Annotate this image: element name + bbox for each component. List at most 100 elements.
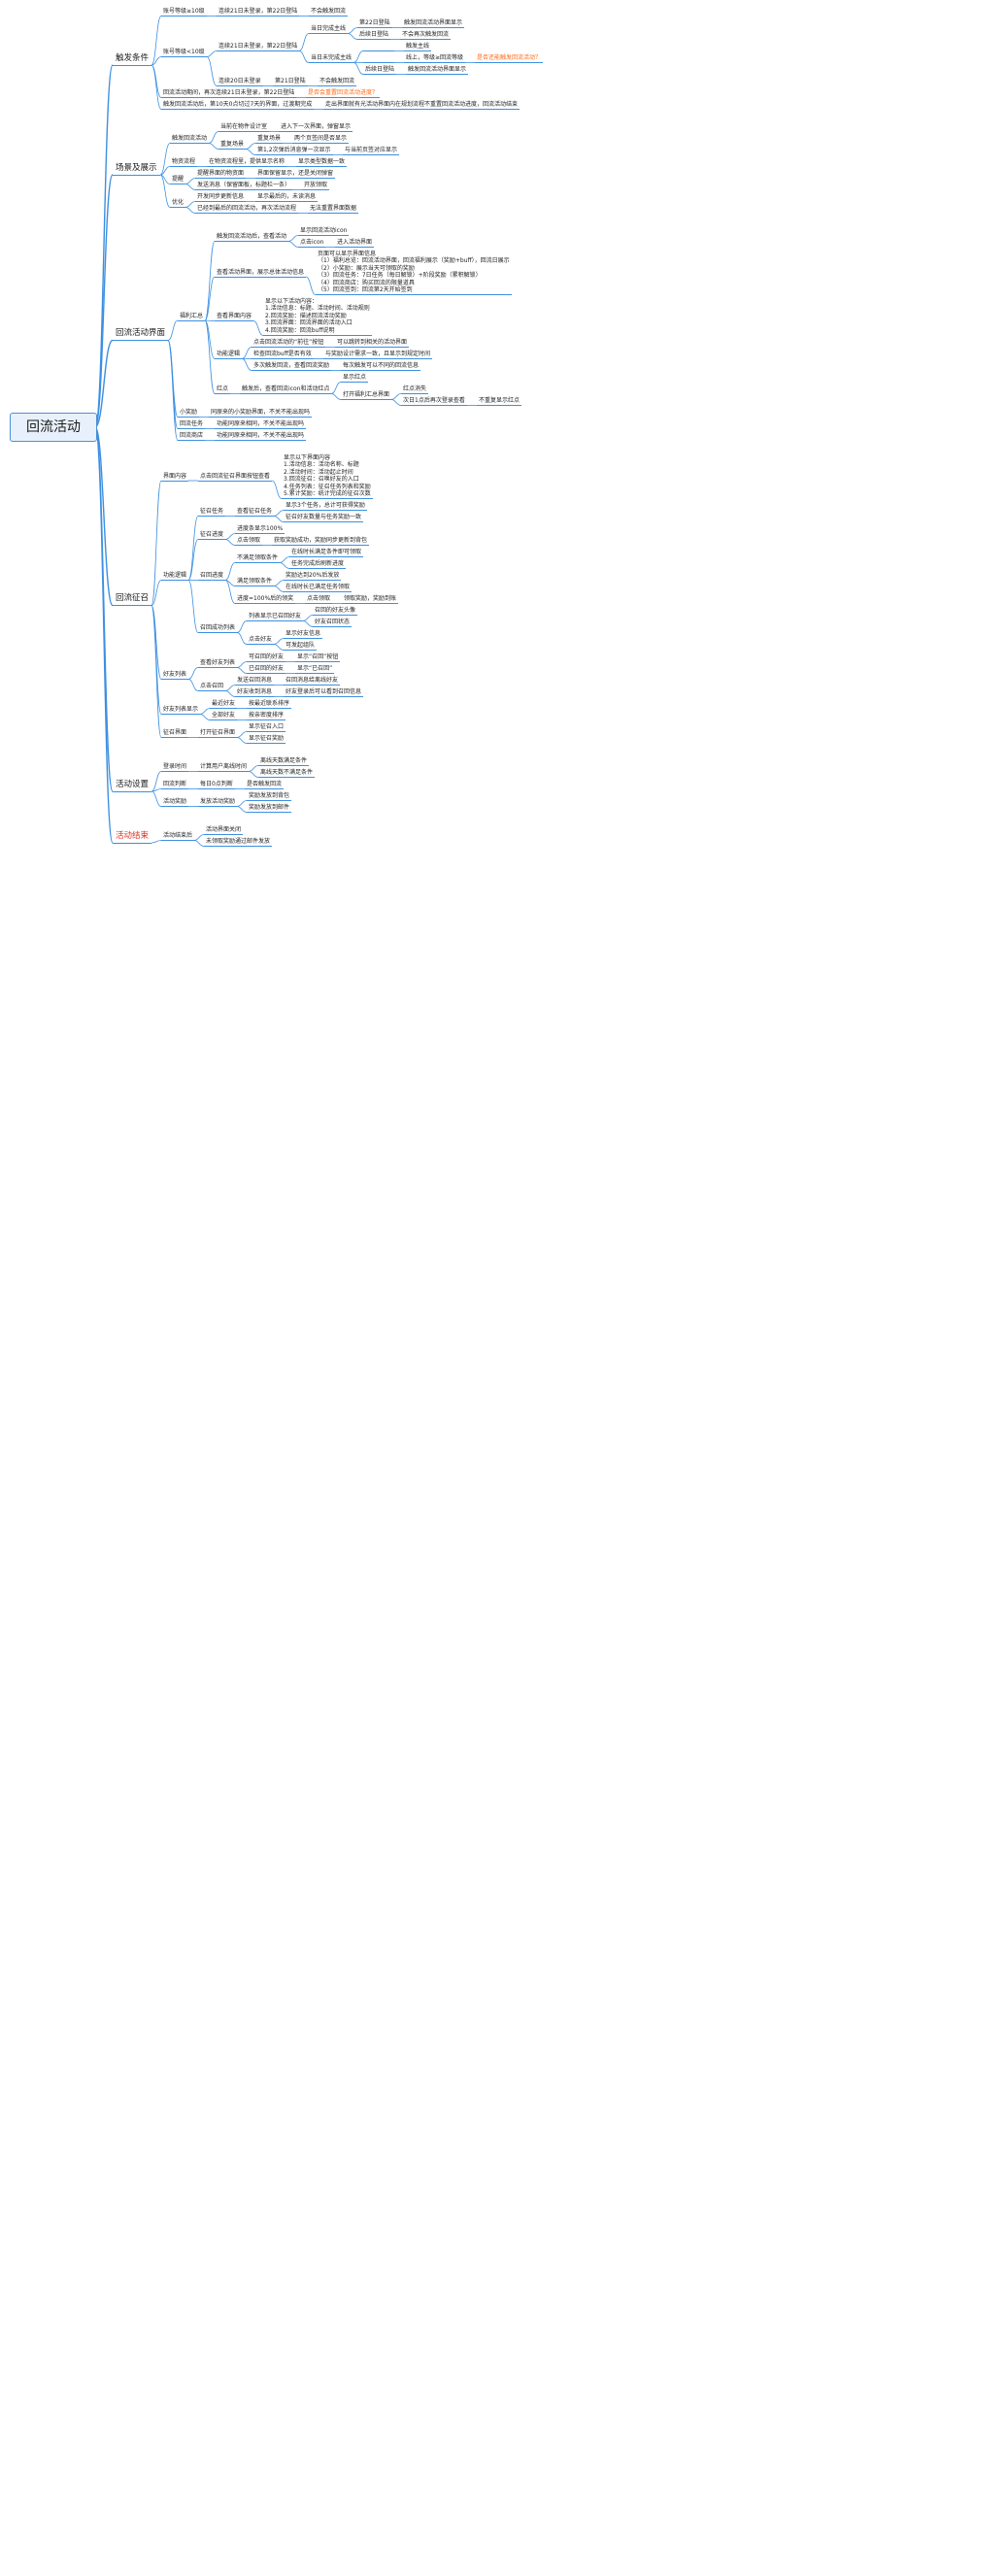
node-n3b1[interactable]: 同原来的小奖励界面，不关不能出现吗 (209, 409, 313, 418)
node-n1a1a[interactable]: 不会触发回流 (309, 8, 349, 17)
node-n3a3[interactable]: 查看界面内容 (215, 313, 254, 322)
root-node[interactable]: 回流活动 (10, 413, 97, 442)
node-n1b1a2a[interactable]: 不会再次触发回流 (400, 31, 452, 41)
node-n4e1a[interactable]: 显示征召入口 (247, 723, 286, 733)
node-n1d1[interactable]: 走出界面就有光活动界面内在规划流程不重置回流活动进度，回流活动结束 (323, 101, 521, 111)
node-n2c[interactable]: 提醒 (170, 176, 186, 185)
node-n3a4a1[interactable]: 可以跳转到相关的活动界面 (335, 339, 410, 349)
node-n1c1[interactable]: 是否会重置回流活动进度？ (306, 89, 381, 99)
node-n3a5a1[interactable]: 显示红点 (341, 374, 369, 384)
node-n5b1[interactable]: 每日0点判断 (198, 781, 235, 790)
node-n3a5a2[interactable]: 打开福利汇总界面 (341, 391, 392, 401)
node-n2c2[interactable]: 发送消息（保留面板，标题栏一条） (195, 182, 293, 191)
node-n1b1b2[interactable] (363, 54, 394, 64)
node-n4b3b[interactable]: 满足领取条件 (235, 578, 275, 587)
node-n2[interactable]: 场景及展示 (113, 161, 160, 176)
node-n6[interactable]: 活动结束 (113, 829, 152, 844)
node-n6a2[interactable]: 未领取奖励通过邮件发放 (204, 838, 273, 848)
node-n2a1a[interactable]: 进入下一次界面，弹窗显示 (279, 123, 353, 133)
node-n4c1a[interactable]: 可召回的好友 (247, 653, 286, 663)
node-n5a1[interactable]: 计算用户离线时间 (198, 763, 250, 773)
node-n4c1b[interactable]: 已召回的好友 (247, 665, 286, 675)
node-n5c[interactable]: 活动奖励 (161, 798, 189, 808)
node-n3a4b[interactable]: 检查回流buff是否有效 (252, 351, 314, 360)
node-n4c1[interactable]: 查看好友列表 (198, 659, 238, 669)
node-n3a4c1[interactable]: 每次触发可以不同的回流信息 (341, 362, 421, 372)
node-n2a2a[interactable]: 重复场景 (255, 135, 284, 145)
node-n3a1b1[interactable]: 进入活动界面 (335, 239, 375, 249)
node-n1[interactable]: 触发条件 (113, 51, 152, 66)
node-n2d1a[interactable]: 显示最后的，未读消息 (255, 193, 319, 203)
node-n3c[interactable]: 回流任务 (178, 420, 206, 430)
node-n4b1[interactable]: 征召任务 (198, 508, 226, 518)
node-n4b3c1a[interactable]: 领取奖励，奖励到账 (342, 595, 399, 605)
node-n4b3c[interactable]: 进度=100%后的领奖 (235, 595, 296, 605)
node-n4e[interactable]: 征召界面 (161, 729, 189, 739)
node-n1b1b3[interactable]: 后续日登陆 (363, 66, 397, 76)
node-n5c1b[interactable]: 奖励发放到邮件 (247, 804, 292, 814)
node-n4b3b1[interactable]: 奖励达到20%后发放 (284, 572, 342, 582)
node-n4a1a[interactable]: 显示以下界面内容 1.活动信息：活动名称、标题 2.活动时间：活动起止时间 3.… (282, 454, 373, 500)
node-n3a4c[interactable]: 多次触发回流，查看回流奖励 (252, 362, 332, 372)
node-n4b4b1[interactable]: 显示好友信息 (284, 630, 323, 640)
node-n2a2a1[interactable]: 两个页签间是否显示 (292, 135, 350, 145)
node-n3a4b1[interactable]: 与奖励设计需求一致，且显示到规定时间 (323, 351, 433, 360)
node-n5a1b[interactable]: 离线天数不满足条件 (258, 769, 316, 779)
node-n4b4a[interactable]: 列表显示已召回好友 (247, 613, 304, 622)
node-n3[interactable]: 回流活动界面 (113, 327, 169, 341)
node-n1b2a[interactable]: 第21日登陆 (273, 78, 308, 87)
node-n4e1b[interactable]: 显示征召奖励 (247, 735, 286, 745)
node-n2b1a[interactable]: 显示类型数据一致 (296, 158, 348, 168)
node-n4c2a[interactable]: 发送召回消息 (235, 677, 275, 686)
node-n4b4b2[interactable]: 可发起组队 (284, 642, 318, 652)
node-n3d[interactable]: 回流商店 (178, 432, 206, 442)
node-n1b2a1[interactable]: 不会触发回流 (318, 78, 357, 87)
node-n3a1[interactable]: 触发回流活动后，查看活动 (215, 233, 289, 243)
node-n1d[interactable]: 触发回流活动后，第10天0点切过7天的界面，过渡期完成 (161, 101, 315, 111)
node-n4b[interactable]: 功能逻辑 (161, 572, 189, 582)
node-n4b3a[interactable]: 不满足领取条件 (235, 554, 281, 564)
node-n4e1[interactable]: 打开征召界面 (198, 729, 238, 739)
node-n5c1[interactable]: 发放活动奖励 (198, 798, 238, 808)
node-n3a4[interactable]: 功能逻辑 (215, 351, 243, 360)
node-n4b2[interactable]: 征召进度 (198, 531, 226, 541)
node-n4b3[interactable]: 召回进度 (198, 572, 226, 582)
node-n4b3a2[interactable]: 任务完成后刷新进度 (289, 560, 347, 570)
node-n6a1[interactable]: 活动界面关闭 (204, 826, 244, 836)
node-n1b1b2a[interactable]: 线上，等级≥回流等级 (404, 54, 466, 64)
node-n3a5[interactable]: 红点 (215, 385, 231, 395)
node-n1b1[interactable]: 连续21日未登录，第22日登陆 (217, 43, 300, 52)
node-n4[interactable]: 回流征召 (113, 592, 152, 606)
node-n4b1a2[interactable]: 征召好友数量与任务奖励一致 (284, 514, 364, 523)
node-n4b1a[interactable]: 查看征召任务 (235, 508, 275, 518)
node-n4c2b[interactable]: 好友收到消息 (235, 688, 275, 698)
node-n2a[interactable]: 触发回流活动 (170, 135, 210, 145)
node-n1a[interactable]: 账号等级≥10级 (161, 8, 207, 17)
node-n4d1a[interactable]: 按最近联系排序 (247, 700, 292, 710)
node-n3a5a2a[interactable]: 红点消失 (401, 385, 429, 395)
node-n3a5a2b[interactable]: 次日1点后再次登录查看 (401, 397, 467, 407)
node-n3a5a[interactable]: 触发后，查看回流icon和活动红点 (240, 385, 332, 395)
node-n1b1b[interactable]: 当日未完成主线 (309, 54, 354, 64)
node-n4c[interactable]: 好友列表 (161, 671, 189, 681)
node-n2c1a[interactable]: 界面保留显示，还是关闭弹窗 (255, 170, 336, 180)
node-n2d1[interactable]: 开发同步更新信息 (195, 193, 247, 203)
node-n4b3b2[interactable]: 在线时长已满足任务领取 (284, 584, 353, 593)
node-n2d2[interactable]: 已经到最后的回流活动，再次活动流程 (195, 205, 299, 215)
node-n5[interactable]: 活动设置 (113, 778, 152, 792)
node-n2a2b1[interactable]: 与当前页签对应显示 (343, 147, 400, 156)
node-n1c[interactable]: 回流活动期间，再次连续21日未登录，第22日登陆 (161, 89, 297, 99)
node-n6a[interactable]: 活动结束后 (161, 832, 195, 842)
node-n4a1[interactable]: 点击回流征召界面按钮查看 (198, 472, 273, 482)
node-n2a2b[interactable]: 第1,2次弹后消息弹一次显示 (255, 147, 333, 156)
node-n1b2[interactable]: 连续20日未登录 (217, 78, 263, 87)
node-n1b1a[interactable]: 当日完成主线 (309, 25, 349, 35)
node-n1b1b2a1[interactable]: 是否还能触发回流活动？ (475, 54, 544, 64)
node-n3a5a2b1[interactable]: 不重复显示红点 (477, 397, 522, 407)
node-n5b[interactable]: 回流判断 (161, 781, 189, 790)
node-n3a2a[interactable]: 页面可以显示界面信息 （1）福利总览：回流活动界面，回流福利展示（奖励+buff… (316, 251, 512, 296)
node-n4b3a1[interactable]: 在线时长满足条件即可领取 (289, 549, 364, 558)
node-n2d[interactable]: 优化 (170, 199, 186, 209)
node-n4b4[interactable]: 召回成功列表 (198, 624, 238, 634)
node-n3a2[interactable]: 查看活动界面，展示总体活动信息 (215, 268, 307, 278)
